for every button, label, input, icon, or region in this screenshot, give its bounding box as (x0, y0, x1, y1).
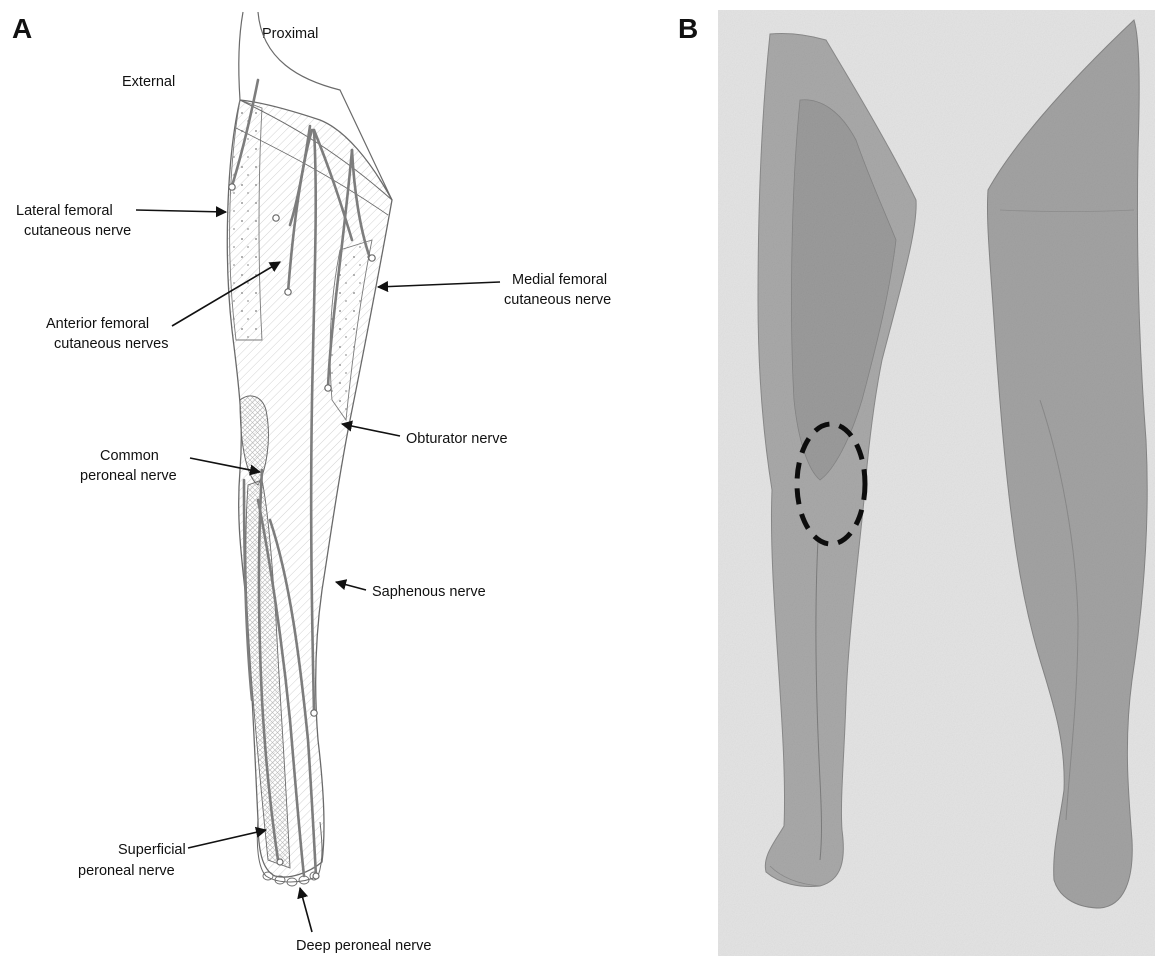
lateral-femoral-arrow (136, 210, 226, 212)
obturator-label: Obturator nerve (406, 431, 508, 447)
superficial-peroneal-label: Superficial peroneal nerve (78, 842, 190, 879)
saphenous-arrow (336, 582, 366, 590)
panel-b-letter: B (678, 13, 698, 44)
superficial-peroneal-arrow (188, 830, 266, 848)
medial-femoral-arrow (378, 282, 500, 287)
proximal-label: Proximal (262, 26, 318, 42)
leg-sketch-illustration (227, 12, 392, 886)
photo-legs (718, 10, 1155, 956)
saphenous-label: Saphenous nerve (372, 584, 486, 600)
deep-peroneal-label: Deep peroneal nerve (296, 938, 431, 954)
anterior-femoral-label: Anterior femoral cutaneous nerves (46, 316, 168, 352)
lateral-femoral-label: Lateral femoral cutaneous nerve (16, 203, 131, 239)
deep-peroneal-arrow (300, 888, 312, 932)
medial-femoral-label: Medial femoral cutaneous nerve (504, 272, 611, 308)
external-label: External (122, 74, 175, 90)
obturator-arrow (342, 424, 400, 436)
panel-a: A Proximal External (12, 12, 611, 954)
common-peroneal-label: Common peroneal nerve (80, 448, 177, 484)
panel-a-letter: A (12, 13, 32, 44)
panel-b: B (678, 10, 1155, 956)
